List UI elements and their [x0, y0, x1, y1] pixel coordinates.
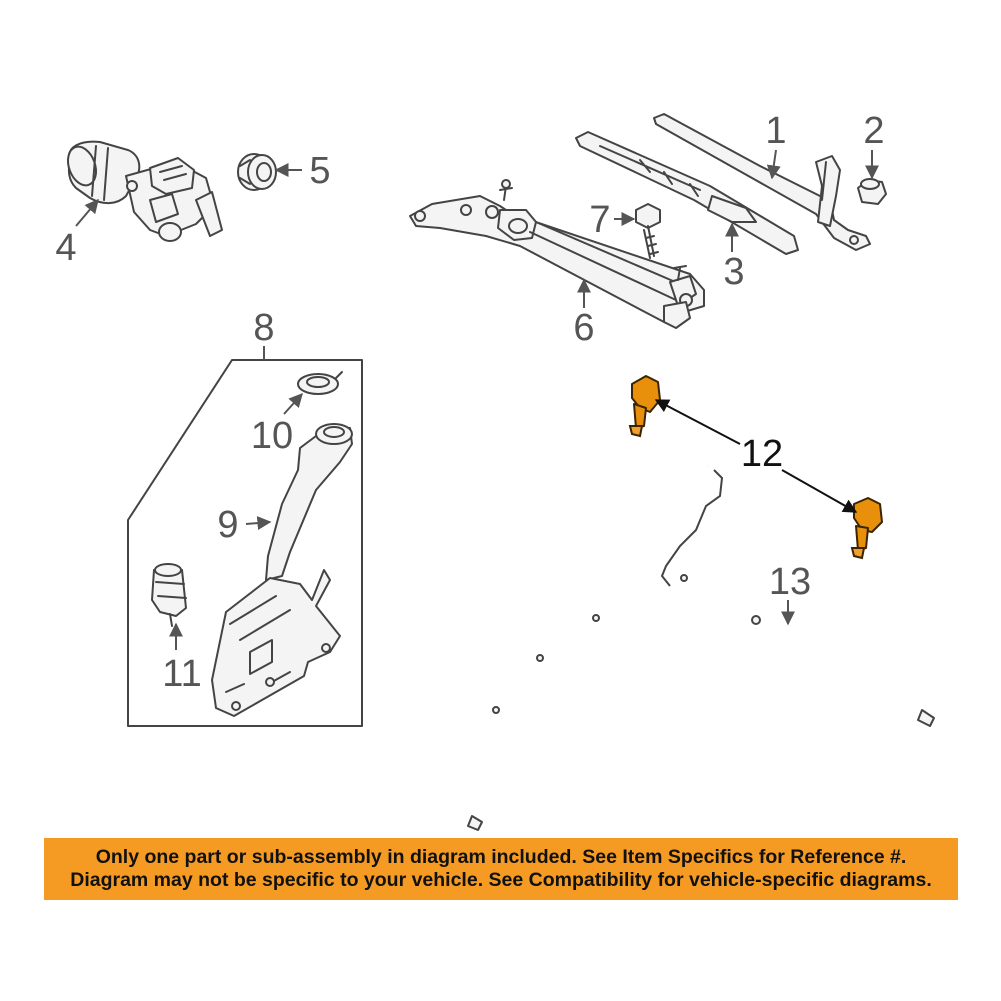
disclaimer-line-2: Diagram may not be specific to your vehi… [70, 869, 932, 891]
wiper-arm-front-part [575, 131, 799, 255]
filler-cap-part [297, 371, 343, 395]
cap-nut-part [857, 178, 887, 205]
callout-6: 6 [573, 307, 594, 349]
reservoir-group-box [127, 359, 363, 727]
callout-13: 13 [769, 561, 811, 603]
disclaimer-line-1: Only one part or sub-assembly in diagram… [95, 846, 907, 868]
wiper-linkage-part [409, 179, 705, 329]
washer-nozzle-left-part [628, 375, 661, 438]
callout-12: 12 [741, 433, 783, 475]
callout-numbers: 1 2 3 4 5 6 7 8 9 10 11 12 13 [55, 110, 884, 695]
nut-part [635, 203, 661, 259]
washer-hose-part [467, 464, 935, 831]
callout-3: 3 [723, 251, 744, 293]
leader-lines [75, 149, 879, 650]
callout-1: 1 [765, 110, 786, 152]
washer-pump-part [151, 563, 187, 627]
grommet-part [237, 153, 277, 191]
callout-7: 7 [589, 199, 610, 241]
wiper-arm-rear-part [653, 113, 871, 251]
callout-2: 2 [863, 110, 884, 152]
washer-nozzle-right-part [850, 497, 883, 560]
callout-8: 8 [253, 307, 274, 349]
wiper-motor-part [66, 140, 223, 242]
callout-4: 4 [55, 227, 76, 269]
callout-9: 9 [217, 504, 238, 546]
callout-11: 11 [162, 653, 201, 695]
filler-neck-part [265, 423, 353, 581]
callout-5: 5 [309, 150, 330, 192]
disclaimer-banner: Only one part or sub-assembly in diagram… [44, 838, 958, 900]
washer-reservoir-part [211, 569, 341, 717]
callout-10: 10 [251, 415, 293, 457]
